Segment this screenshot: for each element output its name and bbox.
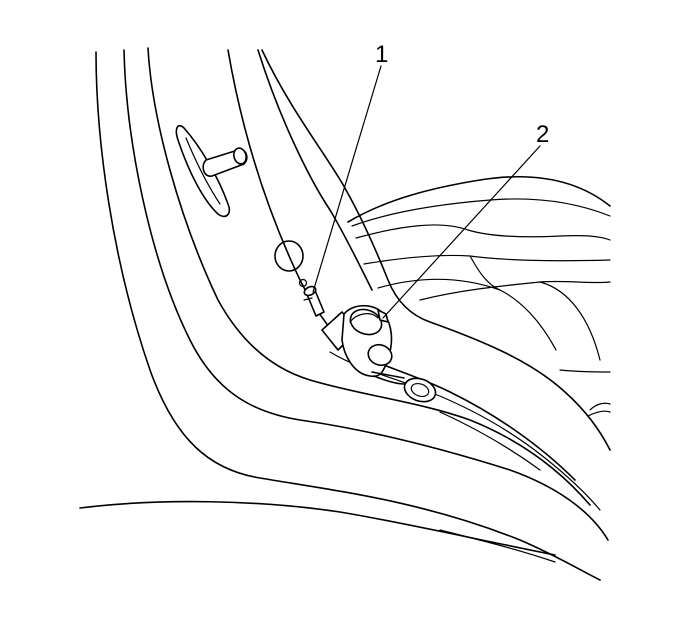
door-striker (175, 124, 248, 218)
pillar-hole (274, 240, 308, 288)
callout-label-1: 1 (375, 41, 388, 68)
leader-line-1 (312, 65, 382, 293)
callout-label-2: 2 (536, 121, 549, 148)
door-frame (79, 47, 611, 581)
callout-1: 1 (312, 41, 388, 293)
callout-2: 2 (382, 121, 549, 319)
belt-guide-assembly (303, 285, 437, 403)
seat-back (347, 175, 611, 417)
leader-line-2 (382, 145, 541, 319)
